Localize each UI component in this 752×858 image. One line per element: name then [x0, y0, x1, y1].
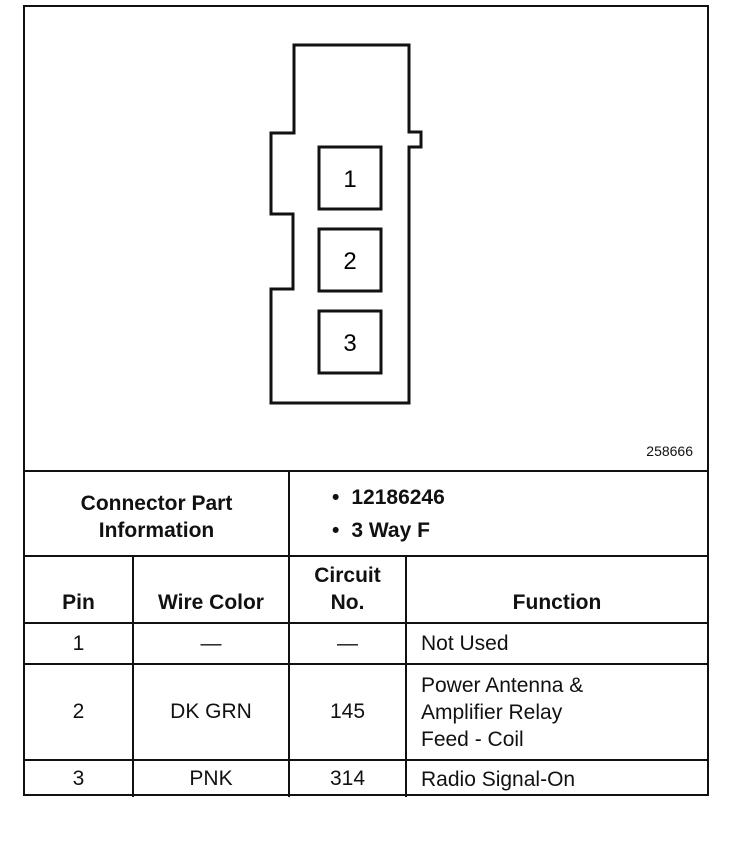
header-circuit-line1: Circuit: [314, 564, 381, 587]
cell-wire-color: DK GRN: [132, 663, 290, 761]
function-line: Not Used: [421, 632, 509, 655]
cell-pin: 2: [25, 663, 134, 761]
part-info-values: 12186246 3 Way F: [287, 470, 708, 557]
cell-function: Radio Signal-On: [404, 759, 708, 797]
cell-function: Power Antenna & Amplifier Relay Feed - C…: [404, 663, 708, 761]
part-number: 12186246: [332, 481, 707, 514]
table-row: 2 DK GRN 145 Power Antenna & Amplifier R…: [25, 663, 708, 761]
header-pin: Pin: [25, 555, 134, 624]
part-info-label-line2: Information: [98, 518, 215, 542]
cavity-2: [317, 227, 383, 293]
cell-pin: 3: [25, 759, 134, 797]
cell-pin: 1: [25, 622, 134, 665]
cavity-label-3: 3: [343, 330, 356, 357]
header-wire-color: Wire Color: [132, 555, 290, 624]
connector-info-table: Connector Part Information 12186246 3 Wa…: [25, 470, 708, 797]
header-function: Function: [404, 555, 708, 624]
cell-wire-color: PNK: [132, 759, 290, 797]
cell-circuit: 314: [288, 759, 407, 797]
table-row: 3 PNK 314 Radio Signal-On: [25, 759, 708, 797]
cell-function: Not Used: [404, 622, 708, 665]
cell-wire-color: —: [132, 622, 290, 665]
part-info-label: Connector Part Information: [25, 470, 290, 557]
function-line: Amplifier Relay: [421, 700, 563, 724]
cell-circuit: —: [288, 622, 407, 665]
header-row: Pin Wire Color Circuit No. Function: [25, 555, 708, 624]
cavity-label-1: 1: [343, 166, 356, 193]
part-info-row: Connector Part Information 12186246 3 Wa…: [25, 470, 708, 557]
cavity-1: [317, 145, 383, 211]
function-line: Radio Signal-On: [421, 767, 576, 791]
header-circuit-line2: No.: [330, 591, 365, 614]
cavity-label-2: 2: [343, 248, 356, 275]
connector-sheet: 1 2 3 258666 Connector Part Information …: [23, 5, 709, 797]
function-line: Power Antenna &: [421, 673, 584, 697]
connector-diagram: 1 2 3: [269, 43, 423, 405]
function-line: Feed - Coil: [421, 727, 524, 751]
header-circuit: Circuit No.: [288, 555, 407, 624]
cavity-3: [317, 309, 383, 375]
part-description: 3 Way F: [332, 514, 707, 547]
part-info-label-line1: Connector Part: [80, 491, 233, 515]
table-row: 1 — — Not Used: [25, 622, 708, 665]
cell-circuit: 145: [288, 663, 407, 761]
figure-id: 258666: [646, 443, 693, 459]
connector-housing: [269, 43, 423, 405]
